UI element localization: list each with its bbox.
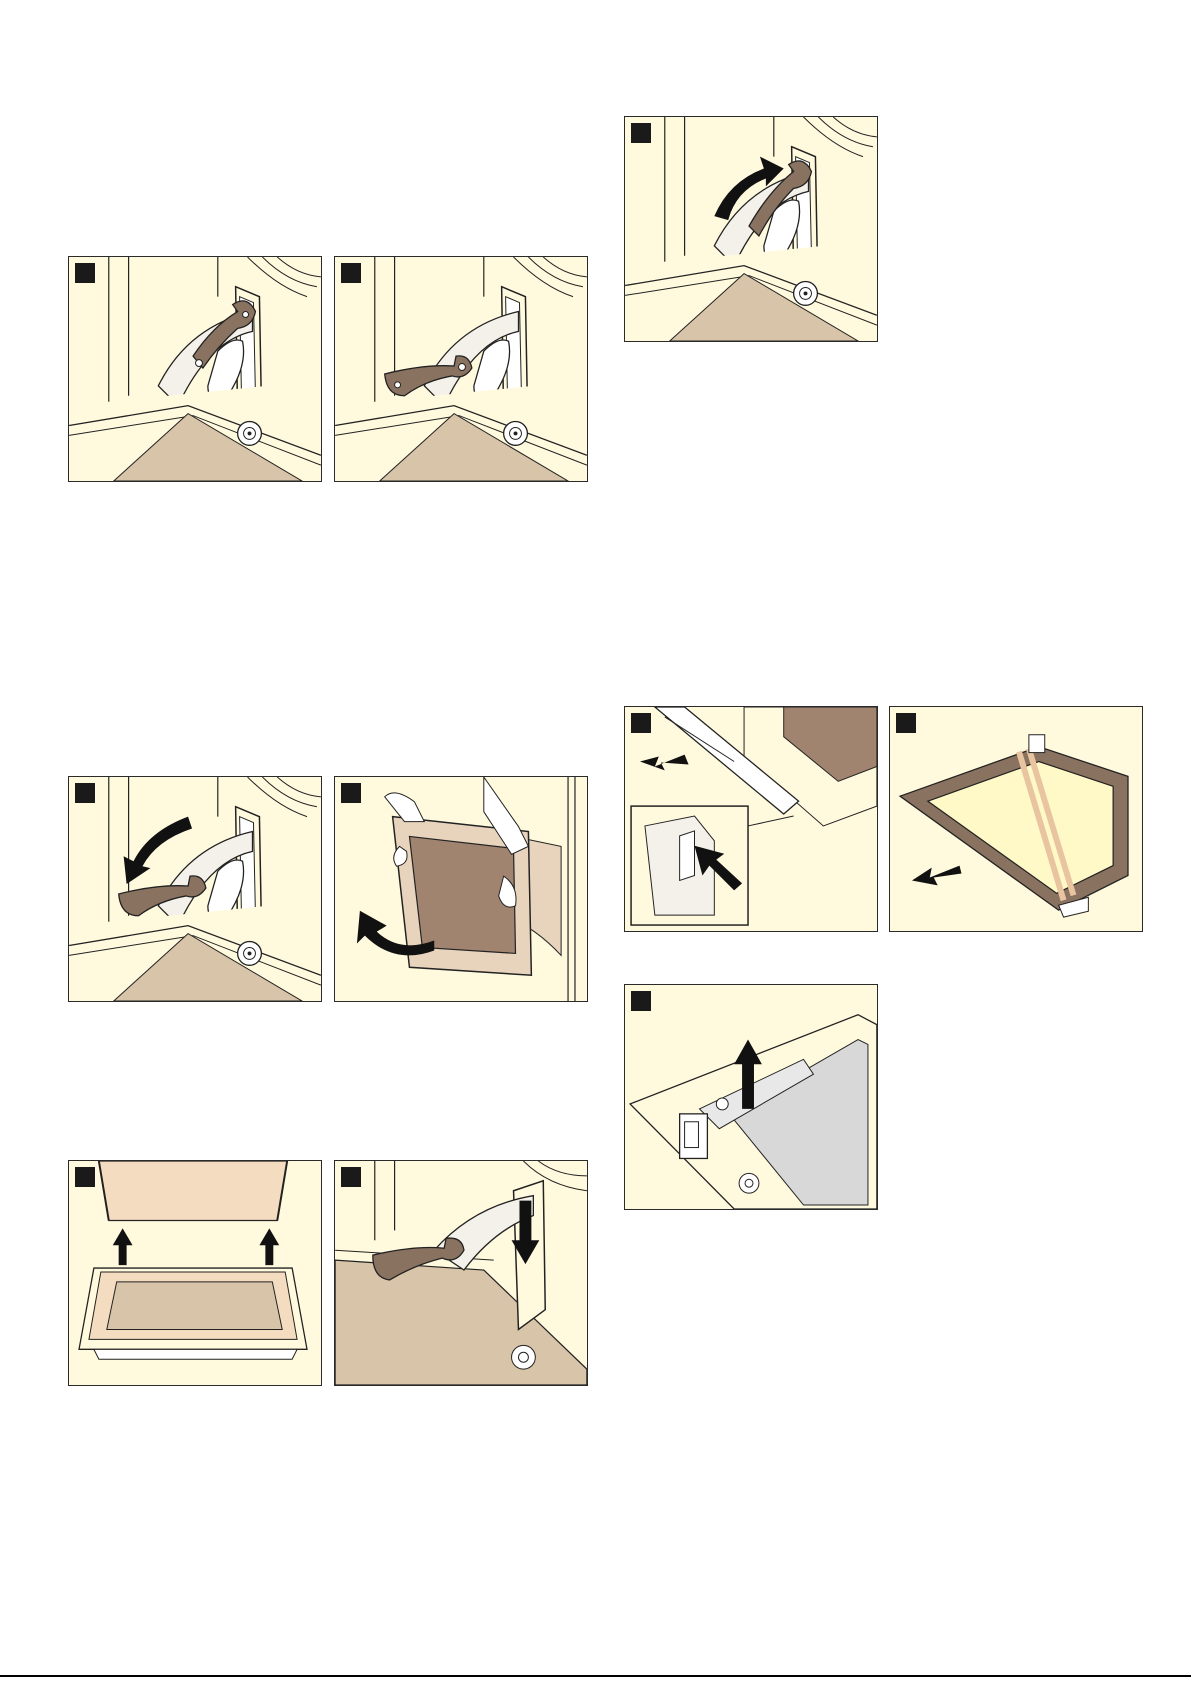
figure-panel <box>334 776 588 1002</box>
figure-panel <box>334 256 588 482</box>
step-marker <box>341 1167 361 1187</box>
hinge-push-down-icon <box>335 1161 587 1385</box>
hinge-pull-up-icon <box>625 985 877 1209</box>
step-marker <box>75 1167 95 1187</box>
figure-panel <box>624 984 878 1210</box>
page-bottom-rule <box>0 1675 1191 1677</box>
figure-panel <box>68 776 322 1002</box>
glass-clip-release-icon <box>625 707 877 931</box>
remove-door-icon <box>335 777 587 1001</box>
figure-panel <box>889 706 1143 932</box>
step-marker <box>75 263 95 283</box>
figure-panel <box>624 116 878 342</box>
step-marker <box>631 991 651 1011</box>
step-marker <box>631 713 651 733</box>
step-marker <box>631 123 651 143</box>
glass-pane-remove-icon <box>890 707 1142 931</box>
figure-panel <box>334 1160 588 1386</box>
step-marker <box>75 783 95 803</box>
figure-panel <box>624 706 878 932</box>
step-marker <box>341 263 361 283</box>
step-marker <box>896 713 916 733</box>
figure-panel <box>68 1160 322 1386</box>
hinge-lever-rotate-down-icon <box>69 777 321 1001</box>
step-marker <box>341 783 361 803</box>
hinge-lever-down-icon <box>335 257 587 481</box>
hinge-lever-up-icon <box>69 257 321 481</box>
figure-panel <box>68 256 322 482</box>
door-refit-icon <box>69 1161 321 1385</box>
hinge-lever-rotate-up-icon <box>625 117 877 341</box>
